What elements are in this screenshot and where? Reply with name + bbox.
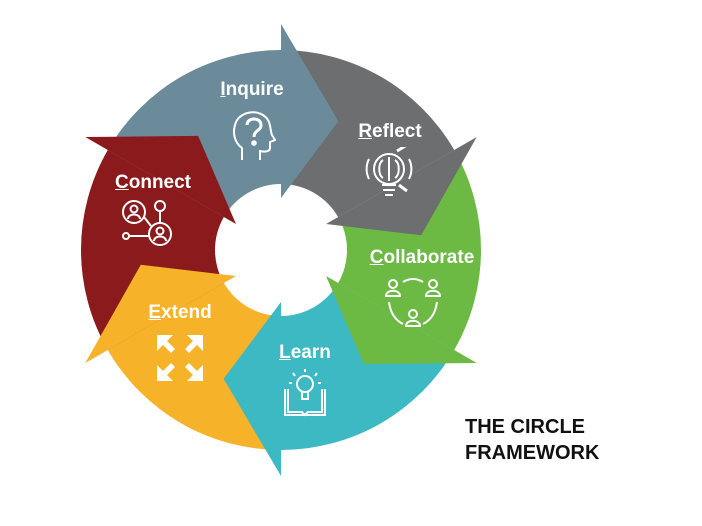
expand-arrows-icon (157, 335, 203, 381)
segment-arrowhead-collaborate (326, 276, 477, 365)
network-people-icon (122, 200, 172, 246)
title-line-2: FRAMEWORK (465, 442, 600, 464)
segment-arrowhead-learn (223, 302, 281, 476)
diagram-title: THE CIRCLE FRAMEWORK (465, 414, 599, 466)
segment-label-connect: Connect (114, 172, 192, 193)
title-line-1: THE CIRCLE (465, 416, 585, 438)
segment-arrowhead-extend (85, 264, 236, 363)
segment-arrowhead-inquire (281, 24, 339, 198)
segment-body-inquire (107, 50, 281, 217)
segment-label-reflect: Reflect (358, 121, 422, 142)
brain-bulb-icon (365, 147, 413, 196)
group-cycle-icon (384, 278, 442, 327)
segment-body-extend (107, 283, 281, 450)
segment-arrowhead-connect (85, 135, 236, 224)
segment-label-collaborate: Collaborate (369, 247, 475, 268)
segment-label-inquire: Inquire (220, 79, 284, 100)
segment-body-reflect (281, 50, 455, 217)
segment-label-learn: Learn (279, 342, 331, 363)
segment-label-extend: Extend (148, 302, 212, 323)
book-bulb-icon (284, 369, 326, 417)
head-question-icon (233, 111, 276, 160)
